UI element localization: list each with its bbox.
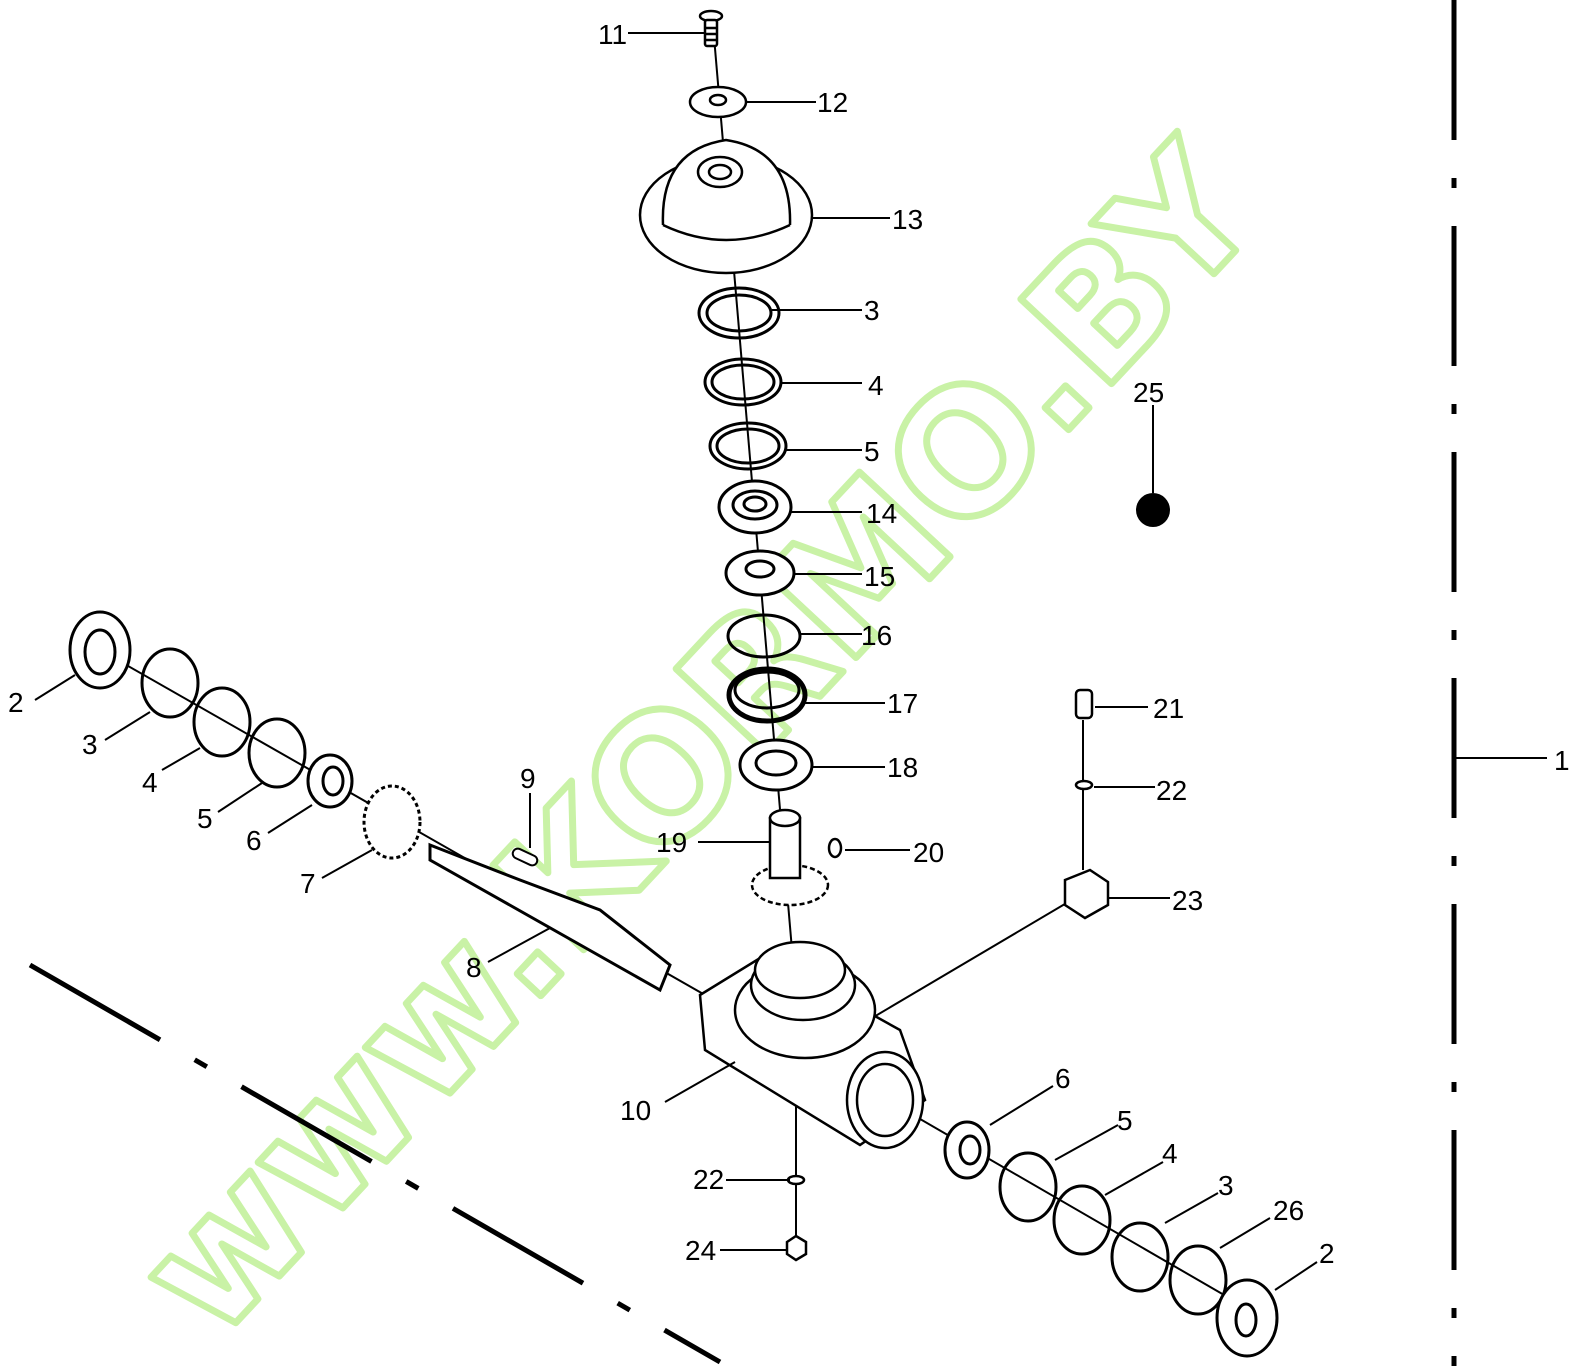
callout-5-left: 5 [197, 803, 213, 834]
part-25-dot [1136, 493, 1170, 527]
callout-15: 15 [864, 561, 895, 592]
leader-lines [34, 32, 1318, 1291]
part-10-gearbox-housing [698, 940, 927, 1150]
callout-9: 9 [520, 763, 536, 794]
part-12-washer [688, 85, 748, 119]
callout-21: 21 [1153, 693, 1184, 724]
callout-6-left: 6 [246, 825, 262, 856]
callout-26: 26 [1273, 1195, 1304, 1226]
left-stack [68, 610, 672, 993]
callout-4-top: 4 [868, 370, 884, 401]
callout-4-left: 4 [142, 767, 158, 798]
callout-18: 18 [887, 752, 918, 783]
callout-3-left: 3 [82, 729, 98, 760]
callout-3-top: 3 [864, 295, 880, 326]
callout-17: 17 [887, 688, 918, 719]
part-11-screw [698, 9, 724, 48]
callout-3-right: 3 [1218, 1170, 1234, 1201]
callout-20: 20 [913, 837, 944, 868]
part-9-key [511, 847, 539, 867]
grease-fitting-parts [785, 688, 1110, 1262]
callout-4-right: 4 [1162, 1138, 1178, 1169]
callout-14: 14 [866, 498, 897, 529]
right-stack [943, 1120, 1279, 1358]
callout-1-edge: 1 [1554, 745, 1570, 776]
callout-5-top: 5 [864, 436, 880, 467]
boundary-lines [28, 0, 1457, 1366]
callout-5-right: 5 [1117, 1105, 1133, 1136]
callout-25: 25 [1133, 377, 1164, 408]
part-13-housing-cover [638, 138, 814, 275]
callout-22-right: 22 [1156, 775, 1187, 806]
callout-22-bottom: 22 [693, 1164, 724, 1195]
callout-labels: 11 12 13 3 4 5 14 15 16 17 18 19 20 21 2… [8, 19, 1570, 1269]
part-20-key [827, 837, 843, 859]
callout-13: 13 [892, 204, 923, 235]
callout-11-top: 11 [598, 19, 627, 50]
callout-16: 16 [861, 620, 892, 651]
callout-12: 12 [817, 87, 848, 118]
callout-8: 8 [466, 952, 482, 983]
top-rings [697, 286, 814, 792]
callout-2-left: 2 [8, 687, 24, 718]
callout-6-right: 6 [1055, 1063, 1071, 1094]
callout-24: 24 [685, 1235, 716, 1266]
callout-23: 23 [1172, 885, 1203, 916]
part-19-pinion-gear [750, 808, 830, 907]
callout-2-right: 2 [1319, 1238, 1335, 1269]
callout-10: 10 [620, 1095, 651, 1126]
callout-7: 7 [300, 868, 316, 899]
callout-19: 19 [656, 827, 687, 858]
